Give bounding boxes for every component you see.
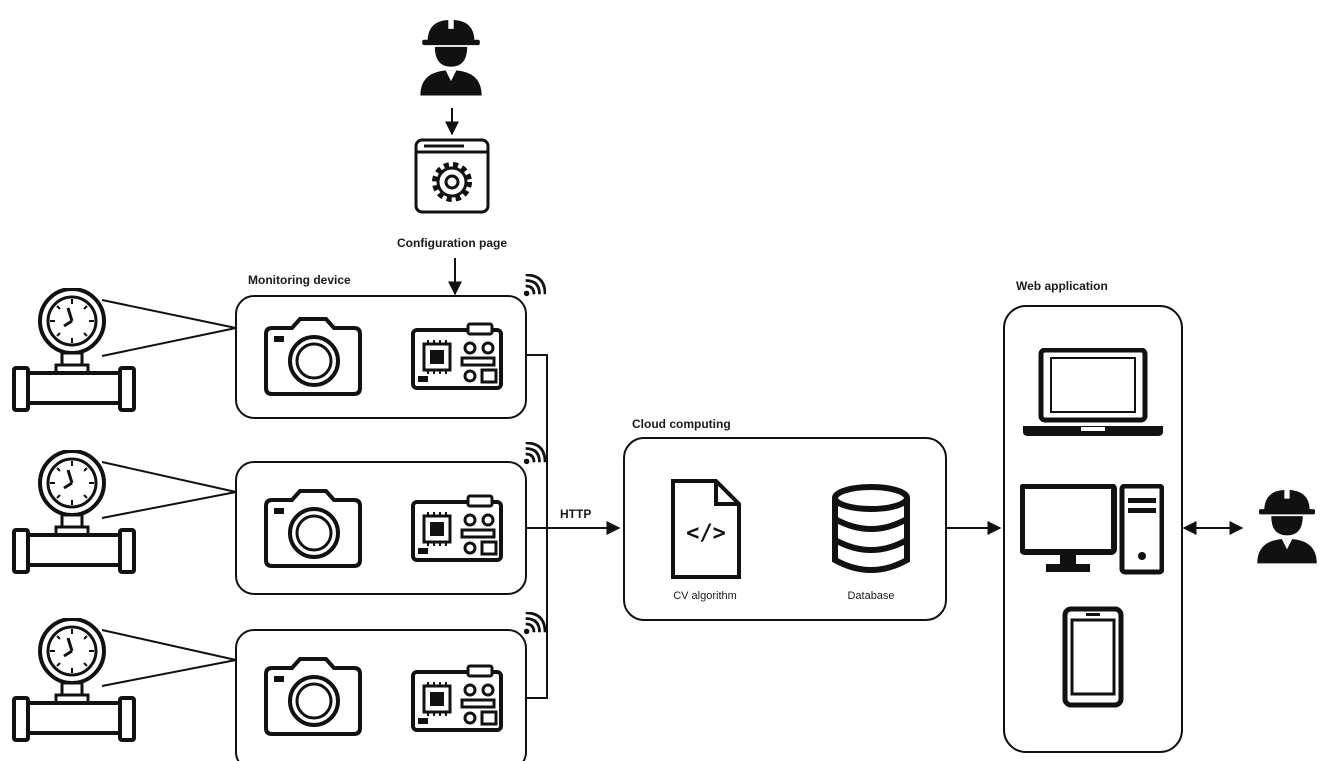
monitoring-device-2: [12, 442, 546, 595]
monitoring-device-3: [12, 612, 546, 761]
circuit-board-icon: [411, 664, 503, 732]
pressure-gauge-icon: [12, 618, 136, 742]
configuration-page-label: Configuration page: [397, 236, 507, 250]
http-connector: [526, 354, 621, 699]
worker-helmet-icon: [420, 16, 482, 96]
circuit-board-icon: [411, 494, 503, 562]
wifi-signal-icon: [522, 612, 546, 636]
http-label: HTTP: [560, 507, 591, 521]
cloud-computing-label: Cloud computing: [632, 417, 731, 431]
camera-icon: [264, 489, 362, 568]
circuit-board-icon: [411, 322, 503, 390]
wifi-signal-icon: [522, 274, 546, 298]
worker-helmet-icon: [1257, 486, 1317, 564]
tablet-icon: [1065, 609, 1121, 705]
database-label: Database: [847, 590, 894, 602]
monitoring-device-1: [12, 274, 546, 419]
camera-icon: [264, 317, 362, 396]
pressure-gauge-icon: [12, 450, 136, 574]
pressure-gauge-icon: [12, 288, 136, 412]
cv-algorithm-label: CV algorithm: [673, 590, 737, 602]
code-glyph: </>: [686, 521, 726, 546]
web-application-label: Web application: [1016, 279, 1108, 293]
wifi-signal-icon: [522, 442, 546, 466]
camera-icon: [264, 657, 362, 736]
settings-window-icon: [416, 140, 488, 212]
monitoring-device-label: Monitoring device: [248, 273, 351, 287]
